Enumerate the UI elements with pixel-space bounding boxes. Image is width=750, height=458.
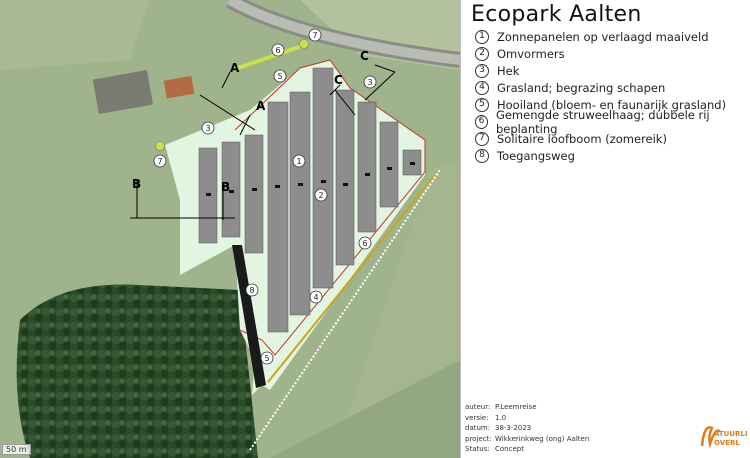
svg-text:3: 3 — [205, 124, 210, 133]
fence — [234, 59, 426, 356]
access-road — [232, 245, 266, 388]
forest — [16, 284, 258, 458]
svg-text:5: 5 — [264, 354, 269, 363]
section-a-label-2: A — [256, 99, 266, 113]
section-lines — [130, 64, 396, 220]
solar-panels — [198, 67, 422, 333]
svg-text:6: 6 — [362, 239, 367, 248]
section-b-label: B — [132, 177, 141, 191]
section-a-label: A — [230, 61, 240, 75]
company-logo: ATUURLI OVERL — [698, 418, 750, 452]
section-c-label-2: C — [334, 73, 343, 87]
project-meta: auteur:P.Leemreise versie:1.0 datum:38-3… — [465, 403, 590, 453]
scale-bar: 50 m — [2, 444, 31, 455]
hedge-bottom — [267, 174, 436, 383]
hedge-top — [231, 43, 306, 72]
svg-text:7: 7 — [312, 31, 317, 40]
svg-text:7: 7 — [157, 157, 162, 166]
svg-text:4: 4 — [313, 293, 318, 302]
svg-text:6: 6 — [275, 46, 280, 55]
aerial-map: 7 6 5 3 7 3 1 2 6 4 8 5 A A B B C C — [0, 0, 460, 458]
svg-text:3: 3 — [367, 78, 372, 87]
svg-text:8: 8 — [249, 286, 254, 295]
map-title: Ecopark Aalten — [471, 2, 642, 27]
svg-text:1: 1 — [296, 157, 301, 166]
svg-text:2: 2 — [318, 191, 323, 200]
site-map: 7 6 5 3 7 3 1 2 6 4 8 5 A A B B C C 50 m — [0, 0, 460, 458]
section-b-label-2: B — [221, 180, 230, 194]
svg-text:5: 5 — [277, 72, 282, 81]
farm-buildings — [92, 70, 154, 115]
section-c-label: C — [360, 49, 369, 63]
